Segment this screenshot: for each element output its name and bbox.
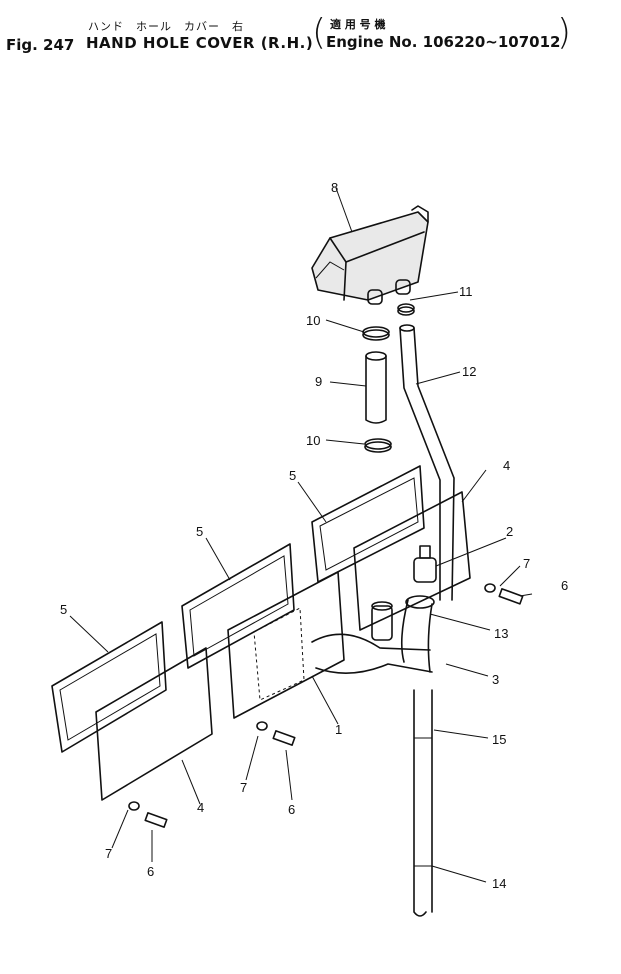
callout-14: 14 [492, 876, 506, 891]
callout-10b: 10 [306, 433, 320, 448]
callout-5c: 5 [289, 468, 296, 483]
title-kana: ハンド ホール カバー 右 [88, 20, 244, 33]
part-cover-box [311, 205, 429, 305]
engine-range: Engine No. 106220~107012 [326, 33, 561, 51]
part-elbow-tube [311, 595, 435, 674]
callout-6b: 6 [288, 802, 295, 817]
callout-12: 12 [462, 364, 476, 379]
callout-4a: 4 [503, 458, 510, 473]
part-drain-pipe [413, 689, 433, 917]
applicability-kana: 適 用 号 機 [330, 18, 386, 31]
part-hose-assembly [362, 303, 415, 453]
part-fitting [413, 545, 437, 583]
callout-7c: 7 [105, 846, 112, 861]
callout-7a: 7 [523, 556, 530, 571]
paren-open: ( [312, 12, 327, 53]
callout-6c: 6 [147, 864, 154, 879]
callout-4b: 4 [197, 800, 204, 815]
part-gaskets [51, 465, 425, 753]
callout-6a: 6 [561, 578, 568, 593]
callout-5b: 5 [196, 524, 203, 539]
callout-15: 15 [492, 732, 506, 747]
callout-10a: 10 [306, 313, 320, 328]
figure-number: Fig. 247 [6, 36, 75, 54]
callout-3: 3 [492, 672, 499, 687]
callout-1: 1 [335, 722, 342, 737]
leader-lines [69, 187, 533, 883]
callout-9: 9 [315, 374, 322, 389]
callout-2: 2 [506, 524, 513, 539]
callout-13: 13 [494, 626, 508, 641]
callout-11: 11 [459, 284, 473, 299]
part-long-pipe [399, 324, 455, 601]
callout-5a: 5 [60, 602, 67, 617]
part-bolts [128, 583, 524, 828]
callout-7b: 7 [240, 780, 247, 795]
paren-close: ) [557, 12, 572, 53]
page-title: HAND HOLE COVER (R.H.) [86, 34, 314, 52]
callout-8: 8 [331, 180, 338, 195]
part-cover-plates [95, 491, 471, 801]
part-center-plate [227, 571, 345, 719]
